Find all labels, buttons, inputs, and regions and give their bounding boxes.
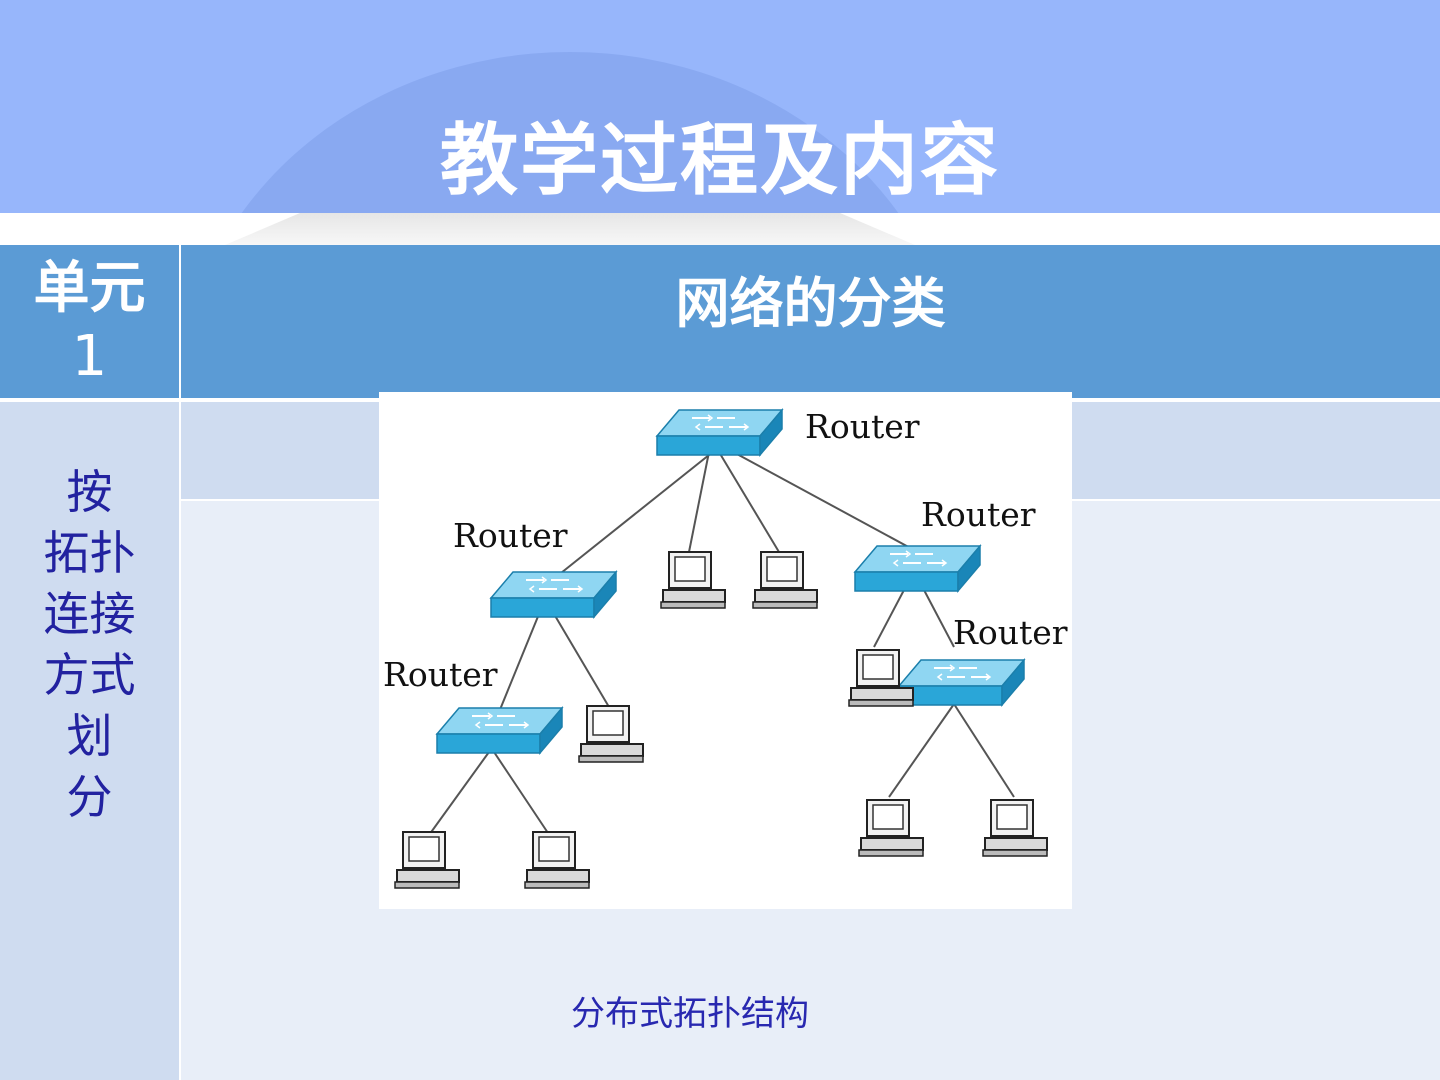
side-cell [0,402,179,1080]
switch-icon [898,659,1025,706]
router-label: Router [953,613,1068,652]
computer-icon [848,649,914,707]
side-line: 按 [66,465,113,519]
switch-icon [656,409,783,456]
switch-icon [436,707,563,754]
link-lines [423,446,1015,843]
router-label: Router [383,655,498,694]
computer-icon [578,705,644,763]
side-label: 按 拓扑 连接 方式 划 分 [0,462,179,828]
topic-cell: 网络的分类 [181,245,1440,398]
topology-diagram: Router Router Router Router Router [379,392,1072,909]
header-shadow [225,213,915,245]
unit-cell: 单元 1 [0,245,179,398]
slide-header [0,0,1440,213]
side-line: 拓扑 [43,526,136,580]
topology-svg: Router Router Router Router Router [383,407,1068,889]
side-line: 分 [66,770,113,824]
switch-icon [490,571,617,618]
switch-icon [854,545,981,592]
computer-icon [524,831,590,889]
topic-title: 网络的分类 [675,272,946,335]
computer-icon [394,831,460,889]
router-label: Router [805,407,920,446]
unit-label: 单元 [33,256,146,321]
router-label: Router [921,495,1036,534]
router-label: Router [453,516,568,555]
computer-icon [858,799,924,857]
computer-icon [982,799,1048,857]
unit-number: 1 [71,324,108,389]
slide-title: 教学过程及内容 [439,116,1000,206]
side-line: 方式 [43,648,136,702]
side-line: 划 [66,709,113,763]
side-line: 连接 [43,587,136,641]
computer-icon [660,551,726,609]
diagram-caption: 分布式拓扑结构 [571,994,809,1034]
computer-icon [752,551,818,609]
